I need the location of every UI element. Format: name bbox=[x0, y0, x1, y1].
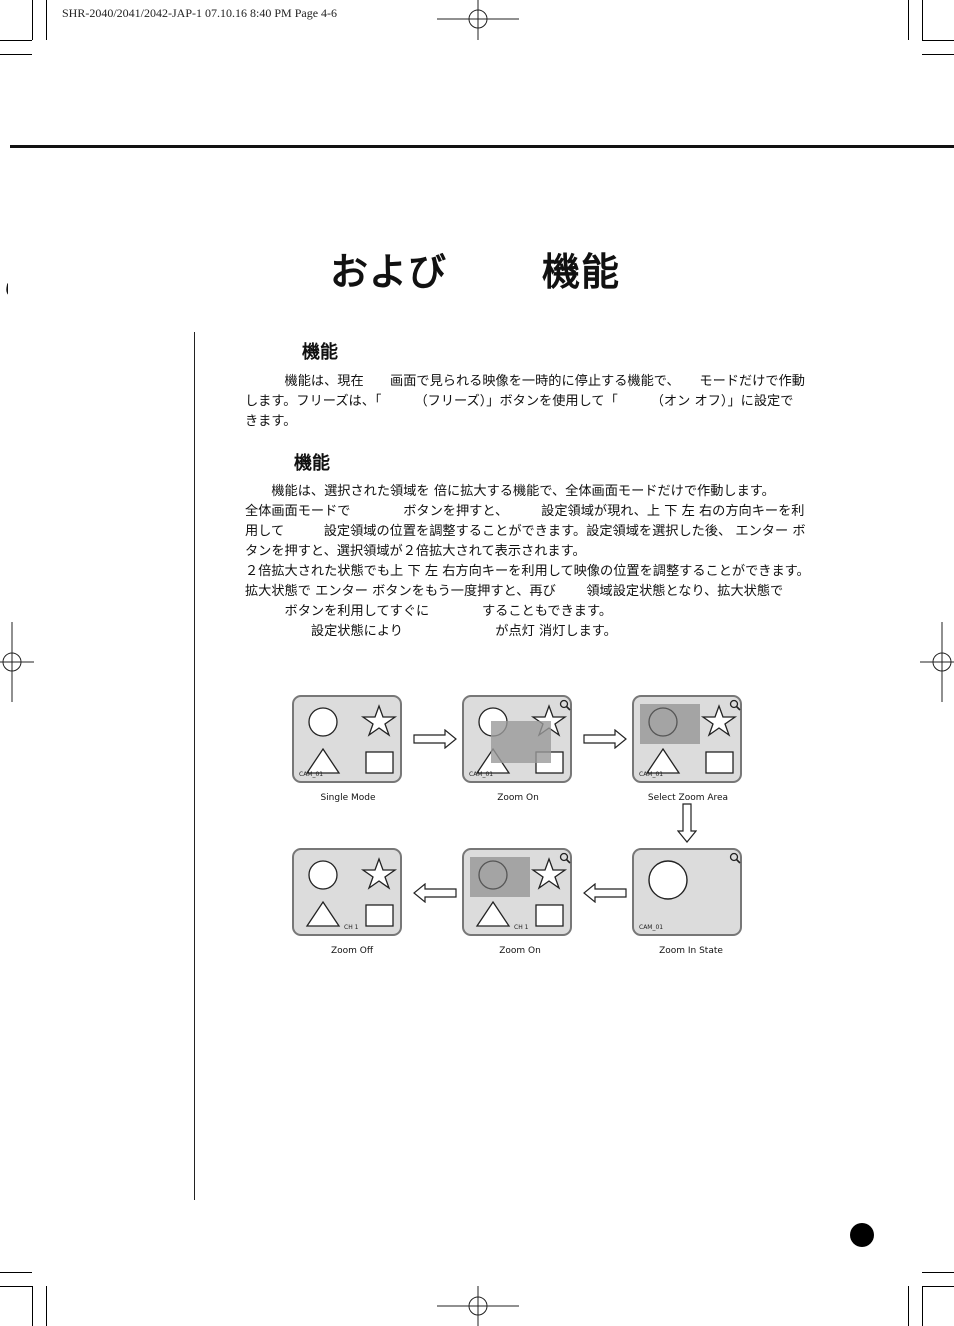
crop-mark bbox=[0, 40, 32, 41]
screen-zoom-in-state: CAM_01 bbox=[632, 848, 742, 936]
screen-select-zoom-area: CAM_01 bbox=[632, 695, 742, 783]
arrow-right-icon bbox=[583, 729, 627, 749]
freeze-line: します。フリーズは、「 （フリーズ）」ボタンを使用して「 （オン オフ）」に設定… bbox=[245, 394, 794, 409]
zoom-paragraph: 機能は、選択された領域を 倍に拡大する機能で、全体画面モードだけで作動します。 … bbox=[245, 482, 810, 642]
zoom-line: 設定状態により が点灯 消灯します。 bbox=[245, 624, 617, 639]
channel-label: CAM_01 bbox=[469, 771, 494, 778]
crop-mark bbox=[922, 1272, 954, 1273]
crop-mark bbox=[908, 0, 909, 40]
channel-label: CAM_01 bbox=[299, 771, 324, 778]
zoom-line: ボタンを利用してすぐに することもできます。 bbox=[245, 604, 613, 619]
zoom-line: 機能は、選択された領域を 倍に拡大する機能で、全体画面モードだけで作動します。 bbox=[245, 484, 775, 499]
freeze-line: きます。 bbox=[245, 414, 297, 429]
zoom-line: タンを押すと、選択領域が２倍拡大されて表示されます。 bbox=[245, 544, 586, 559]
screen-zoom-on: CAM_01 bbox=[462, 695, 572, 783]
zoom-line: 拡大状態で エンター ボタンをもう一度押すと、再び 領域設定状態となり、拡大状態… bbox=[245, 584, 784, 599]
frame-caption: Zoom On bbox=[497, 793, 539, 803]
frame-caption: Single Mode bbox=[320, 793, 376, 803]
screen-zoom-off: CH 1 bbox=[292, 848, 402, 936]
channel-label: CAM_01 bbox=[639, 924, 664, 931]
freeze-heading: 機能 bbox=[302, 342, 338, 363]
arrow-right-icon bbox=[413, 729, 457, 749]
screen-zoom-on-return: CH 1 bbox=[462, 848, 572, 936]
crop-mark bbox=[0, 1272, 32, 1273]
print-slug: SHR-2040/2041/2042-JAP-1 07.10.16 8:40 P… bbox=[62, 6, 338, 20]
frame-caption: Zoom In State bbox=[659, 946, 723, 956]
channel-label: CAM_01 bbox=[639, 771, 664, 778]
registration-target-icon bbox=[437, 1286, 519, 1326]
frame-caption: Zoom Off bbox=[330, 946, 374, 956]
side-rule bbox=[194, 332, 195, 1200]
top-rule bbox=[10, 145, 954, 148]
arrow-left-icon bbox=[413, 883, 457, 903]
crop-mark bbox=[908, 1286, 909, 1326]
page-title-part2: 機能 bbox=[542, 250, 621, 294]
freeze-paragraph: 機能は、現在 画面で見られる映像を一時的に停止する機能で、 モードだけで作動 し… bbox=[245, 372, 805, 432]
zoom-line: ２倍拡大された状態でも上 下 左 右方向キーを利用して映像の位置を調整することが… bbox=[245, 564, 810, 579]
frame-caption: Select Zoom Area bbox=[647, 793, 729, 803]
crop-mark bbox=[46, 0, 47, 40]
zoom-heading: 機能 bbox=[294, 453, 330, 474]
crop-mark bbox=[922, 1286, 954, 1287]
page-marker-dot bbox=[850, 1223, 874, 1247]
cut-off-glyph: こ bbox=[0, 263, 8, 303]
frame-caption: Zoom On bbox=[499, 946, 541, 956]
page-title-part1: および bbox=[330, 250, 448, 294]
registration-target-icon bbox=[0, 622, 34, 702]
registration-target-icon bbox=[920, 622, 954, 702]
arrow-left-icon bbox=[583, 883, 627, 903]
zoom-line: 用して 設定領域の位置を調整することができます。設定領域を選択した後、 エンター… bbox=[245, 524, 806, 539]
registration-target-icon bbox=[437, 0, 519, 40]
screen-single-mode: CAM_01 bbox=[292, 695, 402, 783]
crop-mark bbox=[922, 0, 923, 40]
crop-mark bbox=[0, 1286, 32, 1287]
crop-mark bbox=[0, 54, 32, 55]
channel-label: CH 1 bbox=[514, 924, 529, 931]
zoom-line: 全体画面モードで ボタンを押すと、 設定領域が現れ、上 下 左 右の方向キーを利 bbox=[245, 504, 805, 519]
channel-label: CH 1 bbox=[344, 924, 359, 931]
crop-mark bbox=[32, 1286, 33, 1326]
crop-mark bbox=[46, 1286, 47, 1326]
crop-mark bbox=[922, 54, 954, 55]
freeze-line: 機能は、現在 画面で見られる映像を一時的に停止する機能で、 モードだけで作動 bbox=[245, 374, 805, 389]
crop-mark bbox=[922, 1286, 923, 1326]
arrow-down-icon bbox=[677, 803, 697, 843]
crop-mark bbox=[922, 40, 954, 41]
crop-mark bbox=[32, 0, 33, 40]
